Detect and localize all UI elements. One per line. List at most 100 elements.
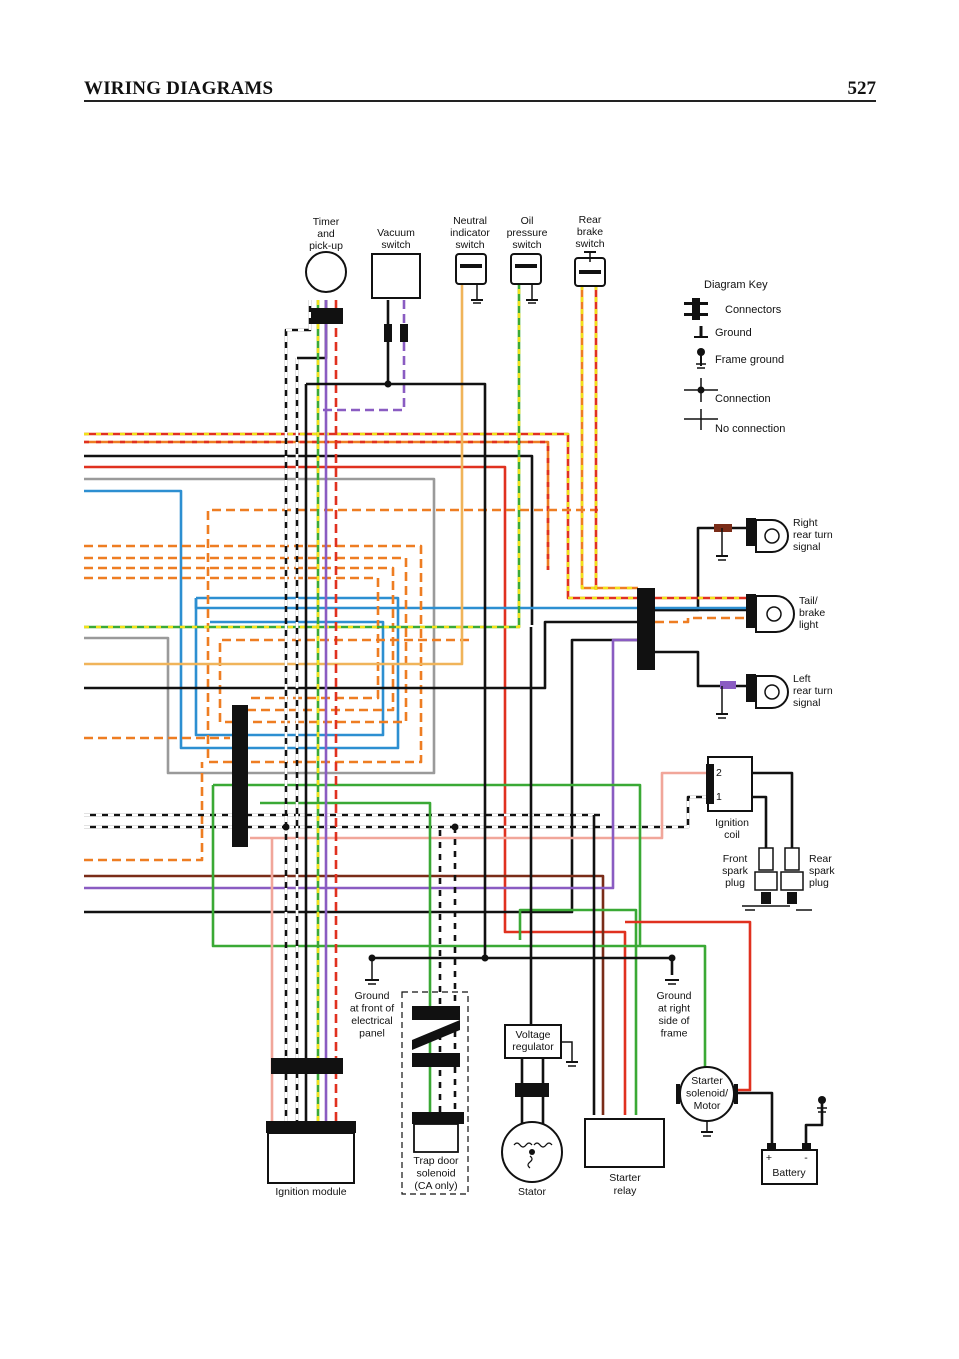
wire-orange-dashed-3 [84, 566, 395, 712]
wire-gray [84, 477, 436, 775]
ignition-module: Ignition module [266, 1058, 356, 1198]
wire-orange-red-tracer [84, 440, 550, 570]
wire-orange-red [84, 440, 550, 570]
wire-green-relay-2 [518, 908, 638, 1115]
connection-dot [668, 954, 676, 962]
connection-dot [481, 954, 489, 962]
wire-blue-3 [194, 598, 385, 737]
connection-dot [384, 380, 392, 388]
wire-white-v-tracer [284, 300, 312, 1126]
wire-coil-rear [752, 771, 794, 848]
wire-orange-dashed-4 [84, 576, 380, 700]
connection-dots [282, 380, 676, 962]
timer-circle [305, 251, 347, 293]
wire-coil-front [752, 795, 768, 848]
connection-dot [282, 823, 290, 831]
vacuum-connector [400, 324, 408, 342]
wire-black-2 [84, 620, 638, 690]
regulator-connector [515, 1083, 549, 1097]
svg-text:Connection: Connection [715, 393, 771, 405]
wire-tan-neutral [84, 285, 464, 666]
connection-dot [451, 823, 459, 831]
svg-text:Ignition module: Ignition module [275, 1186, 346, 1198]
wire-orange-tail [655, 616, 748, 624]
wire-black-left [655, 650, 748, 688]
svg-text:Ground: Ground [715, 327, 752, 339]
wire-harness [84, 285, 824, 1150]
wire-black-white-b-tracer [84, 795, 708, 829]
wire-brown [84, 874, 605, 1115]
svg-text:Diagram Key: Diagram Key [704, 279, 768, 291]
svg-text:Battery: Battery [772, 1167, 806, 1179]
wire-violet [84, 638, 638, 890]
wire-green-loop [211, 783, 642, 948]
header-rule [84, 100, 876, 102]
wire-blue-1 [84, 489, 400, 750]
wire-red-battery [625, 920, 752, 1092]
svg-text:Stator: Stator [518, 1186, 547, 1198]
harness-connector-rear [637, 588, 655, 670]
wire-green-yellow-tracer [84, 285, 521, 629]
wire-red-yellow [84, 432, 638, 600]
svg-text:+: + [766, 1152, 772, 1164]
battery: + - Battery [761, 1096, 827, 1185]
wire-orange-dashed-1 [84, 508, 598, 764]
harness-connector-left [232, 705, 248, 847]
ignition-module-connector [271, 1058, 343, 1074]
wire-black-1 [84, 454, 534, 625]
wire-orange-dashed-2 [84, 556, 470, 724]
wire-pink-coil [250, 771, 708, 840]
wire-orange-dashed-6 [84, 762, 204, 862]
wire-green-relay [640, 944, 707, 1070]
wire-blue-2 [194, 598, 638, 610]
svg-text:Frame ground: Frame ground [715, 354, 784, 366]
svg-text:1: 1 [716, 791, 722, 803]
svg-text:-: - [804, 1152, 808, 1164]
vacuum-connector [384, 324, 392, 342]
stator: Stator [501, 1121, 563, 1198]
wire-black-3 [84, 638, 638, 914]
wire-battery-pos [735, 1091, 774, 1150]
trap-door-connector [412, 1053, 460, 1067]
svg-text:No connection: No connection [715, 423, 785, 435]
diagram-key: Diagram Key Connectors Ground Frame grou… [684, 279, 785, 435]
wire-orange-brake-tracer [580, 285, 638, 590]
svg-text:Connectors: Connectors [725, 304, 782, 316]
wire-red-yellow-tracer [84, 432, 638, 600]
trap-door-connector [412, 1006, 460, 1020]
wire-black-white-b [84, 795, 708, 829]
